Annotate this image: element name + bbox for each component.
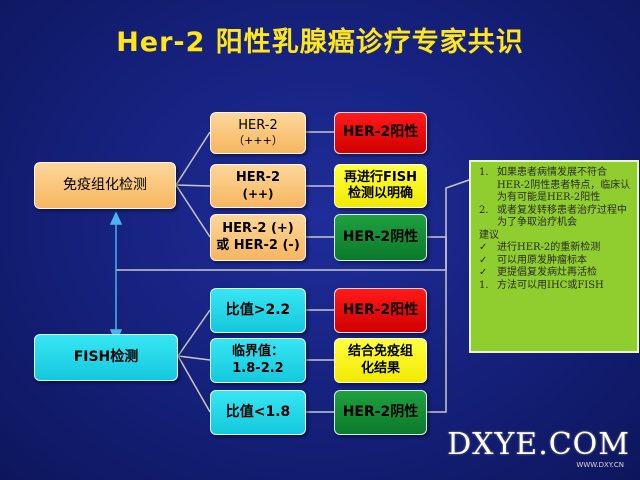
fish-outcome-negative: HER-2阴性 [334, 390, 427, 435]
fish-result-above-2-2: 比值>2.2 [210, 288, 306, 333]
fish-result-below-1-8: 比值<1.8 [210, 390, 306, 435]
note-check-item: ✓ 更提倡复发病灶再活检 [479, 267, 597, 278]
ihc-result-2plus: HER-2 (++) [210, 164, 306, 208]
note-check-item: ✓ 可以用原发肿瘤标本 [479, 254, 587, 266]
fish-test-box: FISH检测 [34, 334, 178, 381]
ihc-outcome-positive: HER-2阳性 [334, 112, 427, 154]
note-check-item: 1. 方法可以用IHC或FISH [479, 279, 604, 291]
ihc-result-1plus-or-neg: HER-2 (+) 或 HER-2 (-) [210, 214, 306, 261]
ihc-result-3plus: HER-2 （+++） [210, 112, 306, 154]
note-check-item: ✓ 进行HER-2的重新检测 [479, 242, 601, 253]
ihc-outcome-negative: HER-2阴性 [334, 214, 427, 261]
note-heading: 建议 [479, 229, 499, 241]
note-item: 1. 如果患者病情发展不符合HER-2阴性患者特点，临床认为有可能是HER-2阳… [479, 167, 631, 203]
fish-outcome-combine-ihc: 结合免疫组 化结果 [334, 338, 427, 383]
ihc-test-box: 免疫组化检测 [34, 162, 176, 209]
slide-title: Her-2 阳性乳腺癌诊疗专家共识 [116, 27, 524, 58]
watermark-url: WWW.DXY.CN [576, 461, 624, 469]
watermark-logo: DXYE.COM [447, 427, 630, 462]
note-item: 2. 或者复发转移患者治疗过程中为了争取治疗机会 [479, 204, 627, 229]
fish-outcome-positive: HER-2阳性 [334, 288, 427, 333]
ihc-outcome-fish-recheck: 再进行FISH 检测以明确 [334, 164, 427, 208]
recommendation-note: 1. 如果患者病情发展不符合HER-2阴性患者特点，临床认为有可能是HER-2阳… [469, 160, 639, 353]
fish-result-borderline: 临界值： 1.8-2.2 [210, 338, 306, 383]
